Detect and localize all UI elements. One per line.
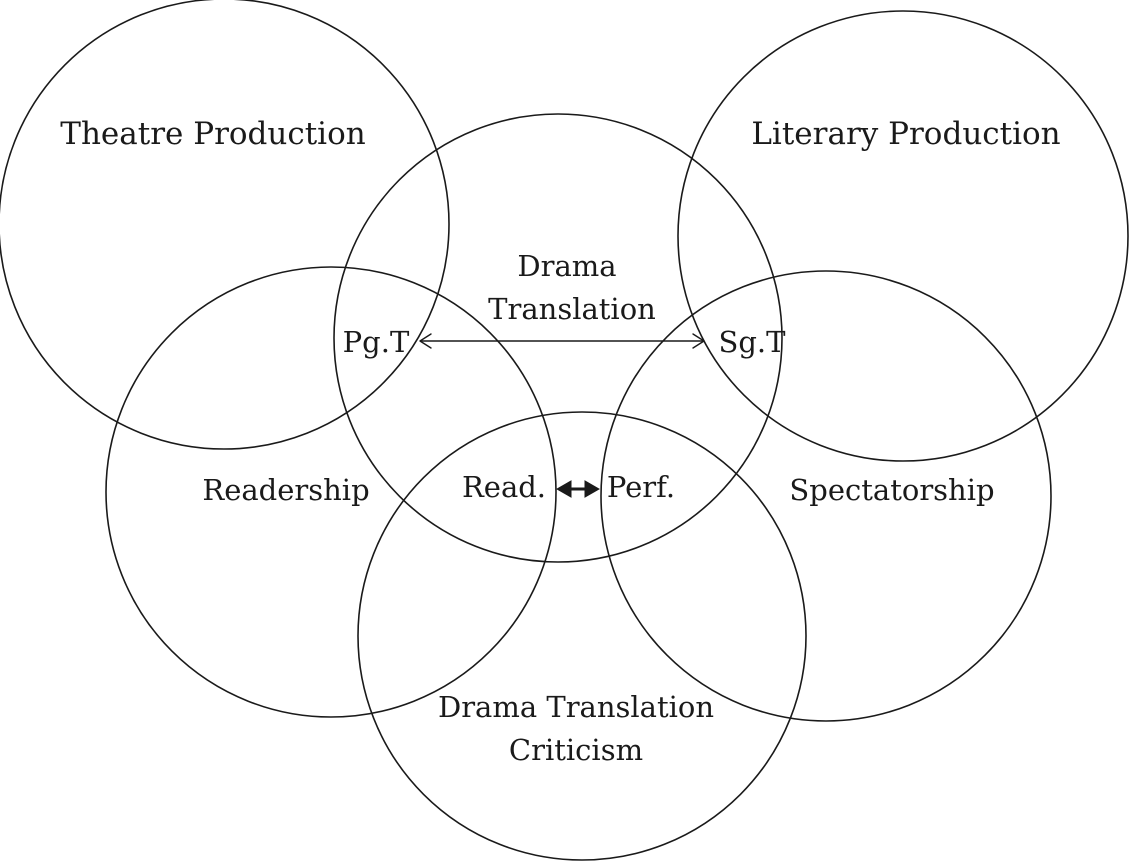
stage-translation-label: Sg.T <box>719 325 787 359</box>
circle-theatre-production <box>0 0 450 450</box>
spectatorship-label: Spectatorship <box>789 473 994 507</box>
drama-translation-label-line2: Translation <box>488 292 656 326</box>
circle-literary-production <box>677 10 1129 462</box>
circle-drama-translation-criticism <box>357 411 807 861</box>
page-translation-label: Pg.T <box>343 325 410 359</box>
readership-label: Readership <box>202 473 369 507</box>
drama-translation-label-line1: Drama <box>517 249 616 283</box>
circle-drama-translation <box>333 113 783 563</box>
criticism-label-line2: Criticism <box>509 733 643 767</box>
reading-label: Read. <box>462 470 546 504</box>
double-arrow-translation <box>419 333 705 349</box>
theatre-production-label: Theatre Production <box>60 116 365 152</box>
circle-spectatorship <box>600 270 1052 722</box>
double-arrow-reading-performance <box>555 480 601 498</box>
literary-production-label: Literary Production <box>751 116 1060 152</box>
circle-readership <box>105 266 557 718</box>
criticism-label-line1: Drama Translation <box>438 690 714 724</box>
performance-label: Perf. <box>607 470 675 504</box>
